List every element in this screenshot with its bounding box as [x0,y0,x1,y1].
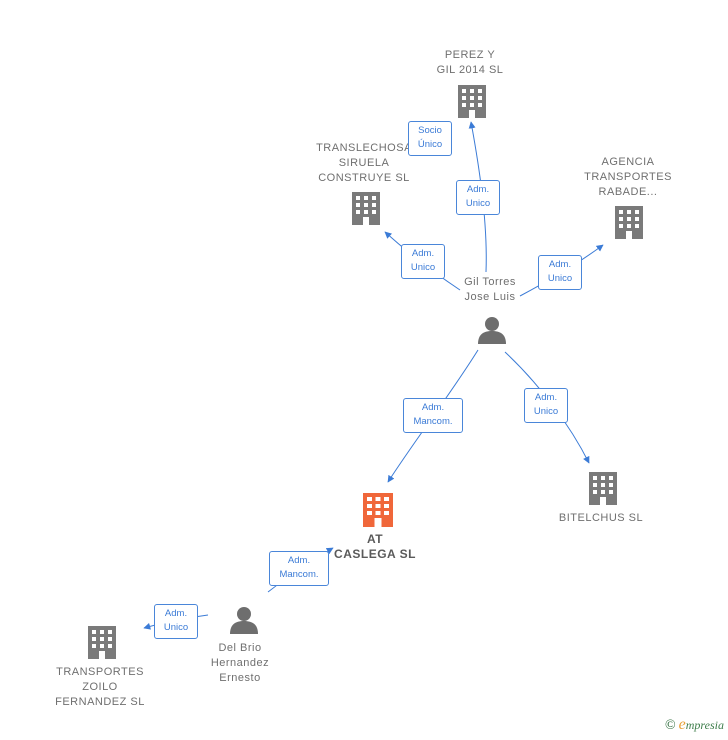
node-label-transportes-zoilo[interactable]: TRANSPORTES ZOILO FERNANDEZ SL [55,666,145,708]
building-icon [458,85,486,118]
brand-logo[interactable]: © empresia [665,716,724,734]
copyright-symbol: © [665,718,676,733]
edge-label-adm-perez: Adm. Unico [456,180,500,215]
building-icon [589,472,617,505]
person-icon [230,607,258,634]
brand-initial: e [678,716,686,733]
node-label-translechosa[interactable]: TRANSLECHOSA SIRUELA CONSTRUYE SL [316,142,412,184]
building-icon-main [363,493,393,527]
edge-label-adm-agencia: Adm. Unico [538,255,582,290]
person-icon [478,317,506,344]
edge-label-adm-translechosa: Adm. Unico [401,244,445,279]
building-icon [615,206,643,239]
node-label-agencia[interactable]: AGENCIA TRANSPORTES RABADE... [584,156,672,198]
node-label-perez-gil[interactable]: PEREZ Y GIL 2014 SL [436,49,504,76]
building-icon [352,192,380,225]
edge-label-adm-mancom-gil: Adm. Mancom. [403,398,463,433]
node-label-gil-torres[interactable]: Gil Torres Jose Luis [464,276,516,303]
node-label-at-caslega[interactable]: AT CASLEGA SL [334,532,416,561]
edge-label-adm-mancom-brio: Adm. Mancom. [269,551,329,586]
edge-label-adm-bitelchus: Adm. Unico [524,388,568,423]
edge-label-adm-zoilo: Adm. Unico [154,604,198,639]
edge-label-socio-unico: Socio Único [408,121,452,156]
node-label-bitelchus[interactable]: BITELCHUS SL [558,512,644,524]
brand-name: mpresia [685,718,724,732]
building-icon [88,626,116,659]
node-label-del-brio[interactable]: Del Brio Hernandez Ernesto [210,642,270,684]
